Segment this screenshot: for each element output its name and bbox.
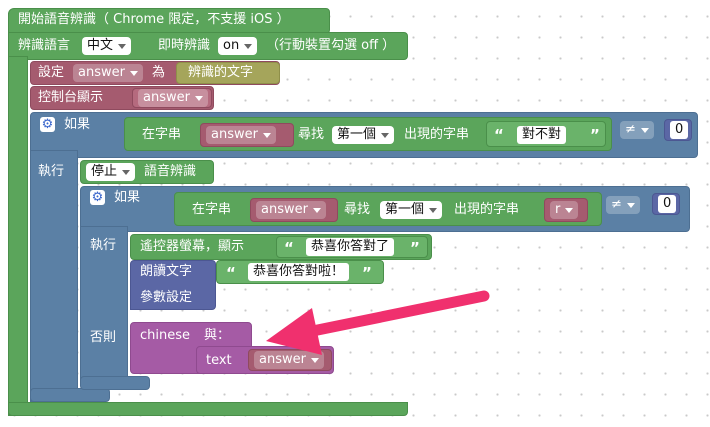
- language-dropdown[interactable]: 中文: [82, 37, 132, 55]
- quote-open-2: “: [284, 239, 294, 257]
- quote-close-2: ”: [410, 239, 420, 257]
- find-label-1: 尋找: [298, 127, 325, 142]
- quote-open-3: “: [226, 264, 236, 282]
- if-block-inner-spine: [80, 226, 128, 386]
- language-label: 辨識語言: [18, 38, 71, 53]
- do-label-2: 執行: [90, 238, 117, 253]
- find-var-block-1[interactable]: [200, 123, 294, 147]
- which-dropdown-2[interactable]: 第一個: [380, 201, 443, 219]
- arrow-line: [292, 290, 490, 340]
- in-string-label-2: 在字串: [192, 202, 232, 217]
- if-block-outer-spine: [30, 150, 78, 402]
- speech-block-footer: [8, 402, 408, 416]
- quote-close-1: ”: [590, 126, 600, 144]
- chinese-var-dropdown[interactable]: answer: [254, 351, 324, 369]
- set-label: 設定: [38, 65, 65, 80]
- occur-label-2: 出現的字串: [454, 202, 520, 217]
- number-field-2[interactable]: 0: [658, 195, 677, 213]
- speak-text-field[interactable]: 恭喜你答對啦！: [248, 263, 350, 281]
- set-to-label: 為: [152, 65, 166, 80]
- remote-label: 遙控器螢幕，顯示: [140, 239, 245, 254]
- if-label-2: 如果: [114, 190, 141, 205]
- console-var-block[interactable]: [132, 88, 212, 108]
- find-var-block-2[interactable]: [250, 198, 338, 222]
- text-arg-label: text: [206, 353, 232, 368]
- speech-block-title: 開始語音辨識（ Chrome 限定，不支援 iOS ）: [18, 12, 290, 27]
- speak-block[interactable]: [130, 260, 216, 310]
- stop-dropdown[interactable]: 停止: [86, 163, 136, 181]
- stop-label: 語音辨識: [144, 164, 197, 179]
- params-label: 參數設定: [140, 290, 193, 305]
- recognized-text-block[interactable]: [176, 62, 280, 84]
- speech-block-params[interactable]: [8, 32, 408, 60]
- compare-operator-dropdown-1[interactable]: ≠: [620, 121, 654, 139]
- console-var-dropdown[interactable]: answer: [138, 89, 208, 107]
- remote-text-field[interactable]: 恭喜你答對了: [306, 238, 395, 256]
- which-dropdown-1[interactable]: 第一個: [332, 126, 395, 144]
- instant-dropdown[interactable]: on: [218, 37, 258, 55]
- text-field-1[interactable]: 對不對: [517, 126, 567, 144]
- find-label-2: 尋找: [344, 202, 371, 217]
- gear-icon[interactable]: ⚙: [40, 117, 55, 132]
- compare-operator-dropdown-2[interactable]: ≠: [606, 196, 640, 214]
- if-block-inner-footer: [80, 376, 150, 390]
- occur-label-1: 出現的字串: [404, 127, 470, 142]
- quote-open-1: “: [494, 126, 504, 144]
- recognized-text-label: 辨識的文字: [188, 65, 254, 80]
- chinese-label: chinese: [140, 328, 191, 343]
- with-label: 與：: [204, 328, 231, 343]
- if-label: 如果: [64, 117, 91, 132]
- else-label: 否則: [90, 330, 117, 345]
- in-string-label-1: 在字串: [142, 127, 182, 142]
- find-var-dropdown-1[interactable]: answer: [206, 126, 276, 144]
- if-block-outer-footer: [30, 388, 110, 402]
- set-variable-dropdown[interactable]: answer: [73, 64, 143, 82]
- find-var-dropdown-2[interactable]: answer: [256, 201, 326, 219]
- console-label: 控制台顯示: [38, 90, 104, 105]
- do-label-1: 執行: [38, 164, 65, 179]
- instant-label: 即時辨識: [158, 38, 211, 53]
- speech-block-spine: [8, 56, 28, 416]
- speak-label: 朗讀文字: [140, 264, 193, 279]
- instant-note: （行動裝置勾選 off ）: [266, 38, 396, 53]
- gear-icon[interactable]: ⚙: [90, 190, 105, 205]
- number-field-1[interactable]: 0: [670, 121, 689, 139]
- find-var2-dropdown[interactable]: r: [550, 201, 579, 219]
- quote-close-3: ”: [362, 264, 372, 282]
